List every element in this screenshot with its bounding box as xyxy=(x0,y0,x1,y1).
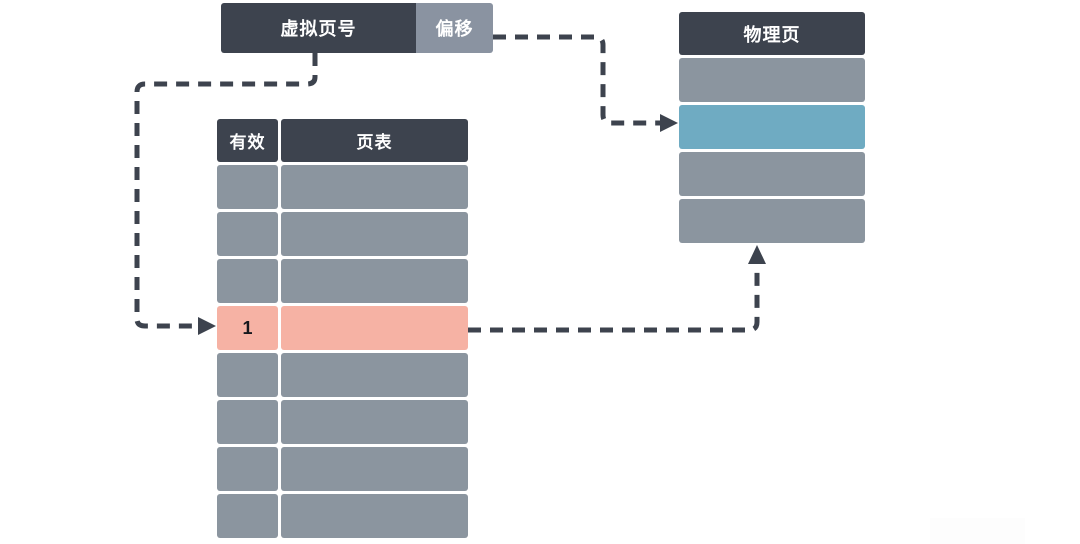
page-table-entry-cell xyxy=(281,212,468,256)
page-table-entry-cell xyxy=(281,447,468,491)
page-table-row xyxy=(217,212,468,256)
virtual-page-number-label: 虚拟页号 xyxy=(221,3,416,53)
arrowhead-into-physical-page xyxy=(748,245,766,264)
arrowhead-into-blue-row xyxy=(660,114,678,132)
physical-page-column: 物理页 xyxy=(679,12,865,243)
valid-column-header: 有效 xyxy=(217,119,278,162)
physical-page-body xyxy=(679,58,865,243)
physical-page-row xyxy=(679,199,865,243)
watermark-area xyxy=(930,518,1025,544)
valid-bit-cell xyxy=(217,165,278,209)
valid-bit-cell: 1 xyxy=(217,306,278,350)
page-table-entry-cell xyxy=(281,353,468,397)
page-table-entry-cell xyxy=(281,400,468,444)
valid-bit-cell xyxy=(217,447,278,491)
physical-page-row xyxy=(679,152,865,196)
page-table-body: 1 xyxy=(217,165,468,538)
page-table-row xyxy=(217,259,468,303)
valid-bit-cell xyxy=(217,353,278,397)
page-table-row: 1 xyxy=(217,306,468,350)
page-table-column-header: 页表 xyxy=(281,119,468,162)
page-table-header-row: 有效 页表 xyxy=(217,119,468,162)
offset-label: 偏移 xyxy=(416,3,493,53)
page-table: 有效 页表 1 xyxy=(217,119,468,538)
valid-bit-cell xyxy=(217,494,278,538)
page-table-row xyxy=(217,165,468,209)
page-table-entry-cell xyxy=(281,165,468,209)
valid-bit-cell xyxy=(217,259,278,303)
page-table-entry-cell xyxy=(281,259,468,303)
page-table-entry-cell xyxy=(281,306,468,350)
page-table-row xyxy=(217,400,468,444)
valid-bit-cell xyxy=(217,212,278,256)
offset-to-physical-page-arrow xyxy=(493,34,660,126)
arrowhead-into-page-table xyxy=(198,317,216,335)
valid-bit-cell xyxy=(217,400,278,444)
physical-page-row xyxy=(679,58,865,102)
page-table-to-physical-page-arrow xyxy=(468,264,760,333)
page-table-row xyxy=(217,353,468,397)
page-table-row xyxy=(217,447,468,491)
virtual-address-box: 虚拟页号 偏移 xyxy=(221,3,493,53)
physical-page-row xyxy=(679,105,865,149)
page-table-entry-cell xyxy=(281,494,468,538)
physical-page-header: 物理页 xyxy=(679,12,865,55)
page-table-row xyxy=(217,494,468,538)
